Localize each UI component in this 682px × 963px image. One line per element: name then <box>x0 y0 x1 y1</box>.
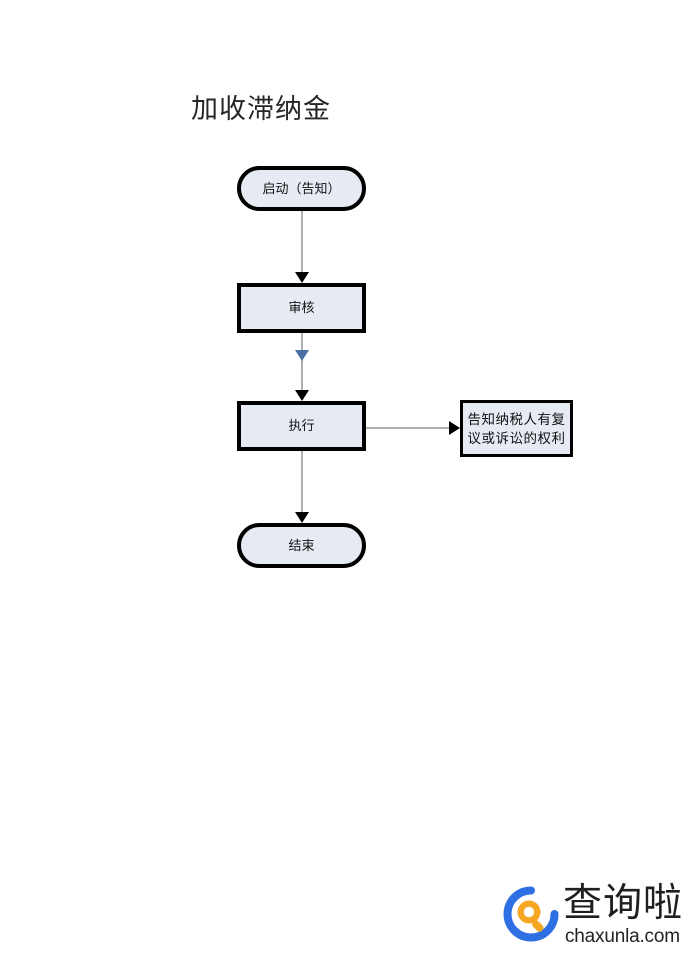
flow-node-notice-label: 告知纳税人有复 议或诉讼的权利 <box>467 411 566 446</box>
arrow-head-down-icon <box>295 390 309 401</box>
connector-start-to-review <box>301 211 303 275</box>
flow-node-execute[interactable]: 执行 <box>237 401 366 451</box>
flow-node-review[interactable]: 审核 <box>237 283 366 333</box>
flow-node-start[interactable]: 启动（告知） <box>237 166 366 211</box>
arrow-head-down-icon <box>295 272 309 283</box>
page-title: 加收滞纳金 <box>191 94 331 124</box>
flow-node-end-label: 结束 <box>288 537 315 553</box>
arrow-head-down-icon <box>295 512 309 523</box>
connector-execute-to-notice <box>366 427 454 429</box>
flow-node-start-label: 启动（告知） <box>262 180 341 196</box>
flow-node-review-label: 审核 <box>288 300 315 315</box>
watermark-brand-text: 查询啦 <box>563 882 682 925</box>
arrow-head-right-icon <box>449 421 460 435</box>
flow-node-execute-label: 执行 <box>288 418 315 433</box>
magnifier-q-logo-icon <box>503 886 559 942</box>
connector-review-to-execute <box>301 333 303 393</box>
arrow-head-down-accent-icon <box>295 350 309 361</box>
connector-execute-to-end <box>301 451 303 515</box>
flow-node-end[interactable]: 结束 <box>237 523 366 568</box>
watermark: 查询啦 chaxunla.com <box>503 882 682 952</box>
flow-node-notice[interactable]: 告知纳税人有复 议或诉讼的权利 <box>460 400 573 457</box>
watermark-domain-text: chaxunla.com <box>565 926 680 947</box>
